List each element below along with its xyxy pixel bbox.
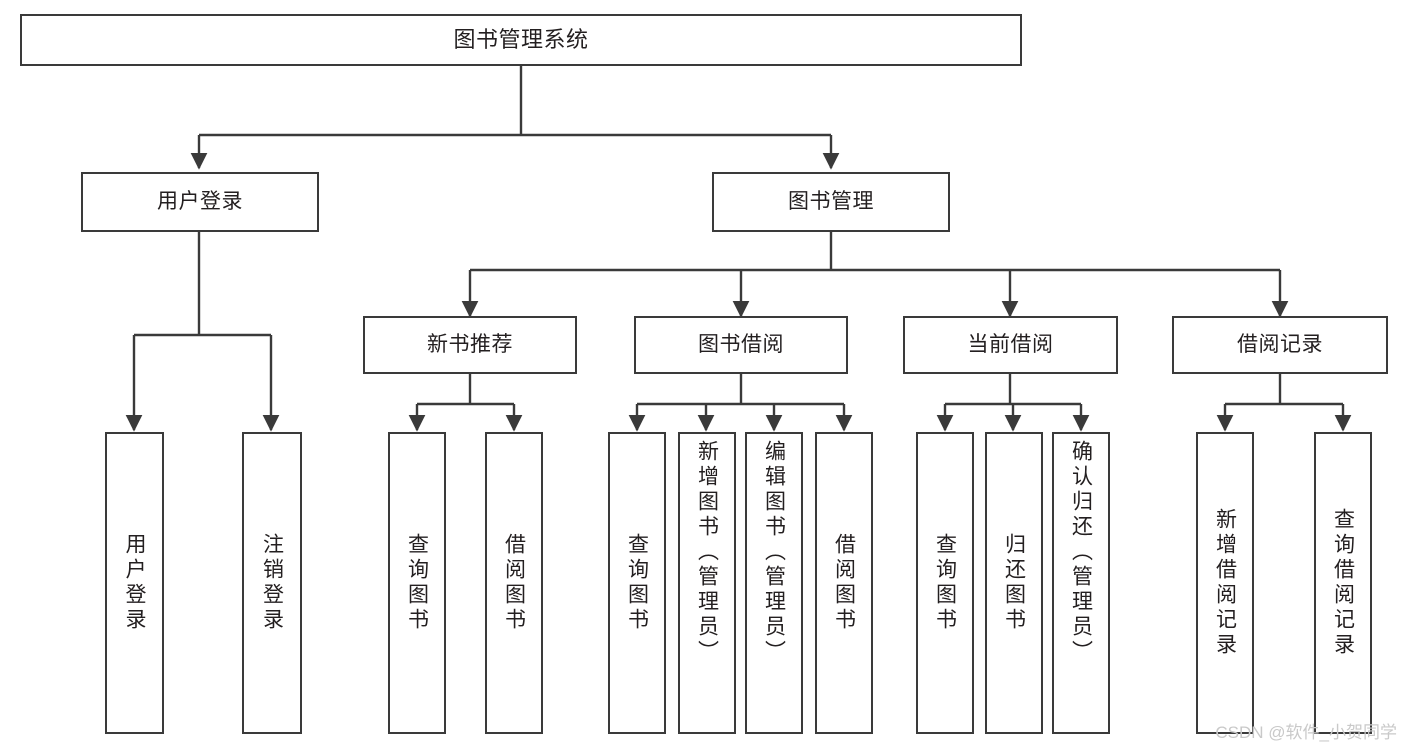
leaf-borrow-book-recommend-label: 借阅图书 xyxy=(502,533,526,633)
leaf-add-book-admin-label: 新增图书（管理员） xyxy=(695,440,719,665)
leaf-query-book-recommend[interactable]: 查询图书 xyxy=(388,432,446,734)
leaf-query-borrow-record[interactable]: 查询借阅记录 xyxy=(1314,432,1372,734)
watermark-csdn: CSDN @软件_小贺同学 xyxy=(1215,723,1397,742)
node-borrow-record[interactable]: 借阅记录 xyxy=(1172,316,1388,374)
leaf-add-borrow-record[interactable]: 新增借阅记录 xyxy=(1196,432,1254,734)
leaf-logout-label: 注销登录 xyxy=(260,533,284,633)
node-user-login[interactable]: 用户登录 xyxy=(81,172,319,232)
node-new-book-recommend[interactable]: 新书推荐 xyxy=(363,316,577,374)
node-user-login-label: 用户登录 xyxy=(157,189,243,213)
node-book-management[interactable]: 图书管理 xyxy=(712,172,950,232)
leaf-add-book-admin[interactable]: 新增图书（管理员） xyxy=(678,432,736,734)
leaf-query-book-current[interactable]: 查询图书 xyxy=(916,432,974,734)
leaf-add-borrow-record-label: 新增借阅记录 xyxy=(1213,508,1237,658)
leaf-logout[interactable]: 注销登录 xyxy=(242,432,302,734)
leaf-borrow-book[interactable]: 借阅图书 xyxy=(815,432,873,734)
node-root-system[interactable]: 图书管理系统 xyxy=(20,14,1022,66)
node-current-borrow[interactable]: 当前借阅 xyxy=(903,316,1118,374)
leaf-borrow-book-recommend[interactable]: 借阅图书 xyxy=(485,432,543,734)
node-current-borrow-label: 当前借阅 xyxy=(967,332,1054,356)
leaf-confirm-return-admin-label: 确认归还（管理员） xyxy=(1069,440,1093,665)
leaf-query-book-recommend-label: 查询图书 xyxy=(405,533,429,633)
node-book-borrow[interactable]: 图书借阅 xyxy=(634,316,848,374)
leaf-query-book-borrow[interactable]: 查询图书 xyxy=(608,432,666,734)
leaf-return-book[interactable]: 归还图书 xyxy=(985,432,1043,734)
leaf-edit-book-admin-label: 编辑图书（管理员） xyxy=(762,440,786,665)
leaf-user-login-label: 用户登录 xyxy=(123,533,146,633)
node-borrow-record-label: 借阅记录 xyxy=(1237,332,1323,356)
node-root-system-label: 图书管理系统 xyxy=(453,27,589,53)
leaf-borrow-book-label: 借阅图书 xyxy=(832,533,856,633)
node-book-management-label: 图书管理 xyxy=(788,189,874,213)
leaf-query-borrow-record-label: 查询借阅记录 xyxy=(1331,508,1355,658)
node-book-borrow-label: 图书借阅 xyxy=(698,332,784,356)
leaf-edit-book-admin[interactable]: 编辑图书（管理员） xyxy=(745,432,803,734)
node-new-book-recommend-label: 新书推荐 xyxy=(427,332,513,356)
leaf-return-book-label: 归还图书 xyxy=(1002,533,1026,633)
leaf-query-book-current-label: 查询图书 xyxy=(933,533,957,633)
leaf-user-login[interactable]: 用户登录 xyxy=(105,432,164,734)
leaf-query-book-borrow-label: 查询图书 xyxy=(625,533,649,633)
leaf-confirm-return-admin[interactable]: 确认归还（管理员） xyxy=(1052,432,1110,734)
